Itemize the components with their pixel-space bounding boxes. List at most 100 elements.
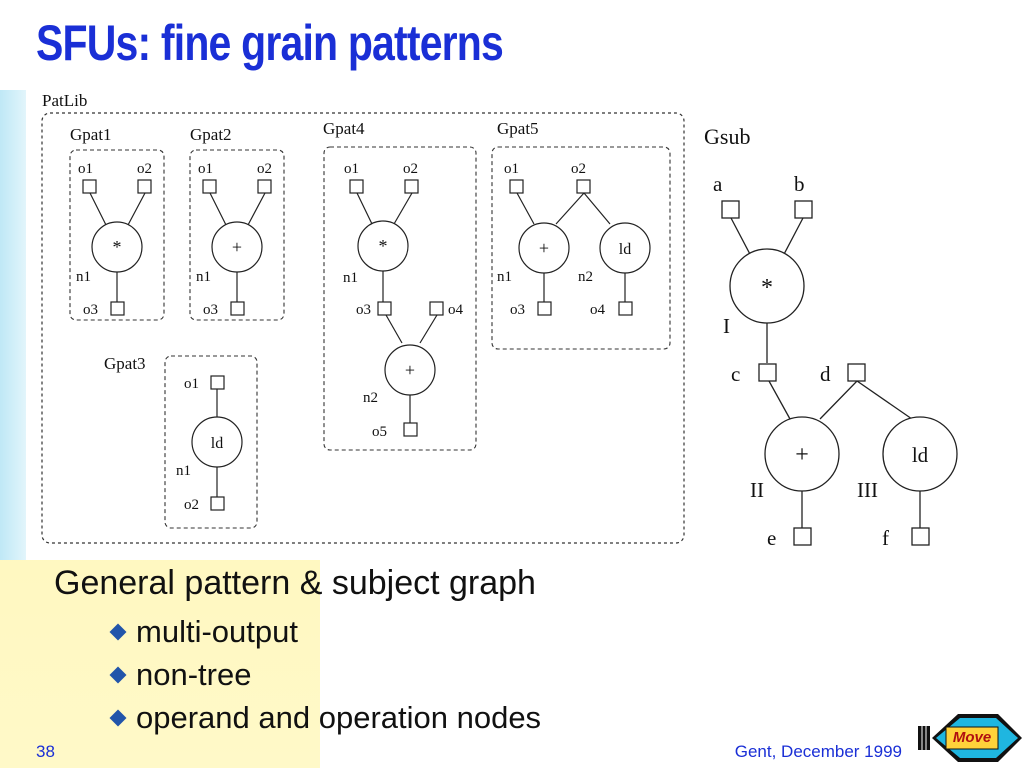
diamond-bullet-icon bbox=[109, 666, 127, 684]
gsub-op3-label: ld bbox=[912, 443, 929, 467]
gpat4-op2-label: + bbox=[405, 360, 415, 380]
gpat4-op1-node bbox=[357, 220, 409, 272]
gpat3-op-label: ld bbox=[211, 435, 223, 452]
gsub-f-label: f bbox=[882, 526, 889, 550]
gpat1-label: Gpat1 bbox=[70, 125, 112, 144]
gpat1-o2-label: o2 bbox=[137, 161, 152, 177]
gpat5-o4-label: o4 bbox=[590, 302, 606, 318]
gpat5-o4-node bbox=[618, 301, 633, 316]
gpat3-box bbox=[164, 355, 258, 529]
gpat5-n1-label: n1 bbox=[497, 269, 512, 285]
gpat1-o3-label: o3 bbox=[83, 302, 98, 318]
gpat5: Gpat5 o1 o2 + ld n1 n2 o3 o4 bbox=[491, 119, 671, 350]
gpat3: Gpat3 o1 ld n1 o2 bbox=[104, 354, 258, 529]
gsub-c-node bbox=[758, 363, 777, 382]
gpat4-o3-label: o3 bbox=[356, 302, 371, 318]
gpat4-o5-label: o5 bbox=[372, 424, 387, 440]
gpat1-o1-label: o1 bbox=[78, 161, 93, 177]
gpat5-o1-label: o1 bbox=[504, 161, 519, 177]
gsub-op1-label: * bbox=[761, 275, 773, 301]
diamond-bullet-icon bbox=[109, 623, 127, 641]
gpat4-o1-label: o1 bbox=[344, 161, 359, 177]
gpat3-n1-label: n1 bbox=[176, 463, 191, 479]
gpat2-label: Gpat2 bbox=[190, 125, 232, 144]
gpat5-o2-label: o2 bbox=[571, 161, 586, 177]
sub-bullet-2: non-tree bbox=[108, 657, 251, 693]
gpat1-o1-node bbox=[82, 179, 97, 194]
gpat2-o1-node bbox=[202, 179, 217, 194]
gpat5-o3-label: o3 bbox=[510, 302, 525, 318]
gpat2-o3-label: o3 bbox=[203, 302, 218, 318]
gpat2-o2-node bbox=[257, 179, 272, 194]
gpat4-o2-node bbox=[404, 179, 419, 194]
gpat4-o2-label: o2 bbox=[403, 161, 418, 177]
gpat1-o3-node bbox=[110, 301, 125, 316]
sub-bullet-text: non-tree bbox=[136, 657, 252, 692]
diamond-bullet-icon bbox=[109, 709, 127, 727]
gpat3-op-node bbox=[191, 416, 243, 468]
gpat3-label: Gpat3 bbox=[104, 354, 146, 373]
patlib-label: PatLib bbox=[42, 91, 87, 110]
gpat5-op2-label: ld bbox=[619, 241, 631, 258]
gpat5-box bbox=[491, 146, 671, 350]
gpat5-o3-node bbox=[537, 301, 552, 316]
gpat3-o1-label: o1 bbox=[184, 376, 199, 392]
gsub-e-label: e bbox=[767, 526, 776, 550]
gpat5-o2-node bbox=[576, 179, 591, 194]
gpat4-o4-node bbox=[429, 301, 444, 316]
gpat4-o3-node bbox=[377, 301, 392, 316]
gpat2-o1-label: o1 bbox=[198, 161, 213, 177]
gsub-label: Gsub bbox=[704, 124, 750, 149]
gpat2-op-node bbox=[211, 221, 263, 273]
gpat5-o1-node bbox=[509, 179, 524, 194]
gsub-c-label: c bbox=[731, 362, 740, 386]
gpat4: Gpat4 o1 o2 * n1 o3 o4 + n2 o5 bbox=[323, 119, 477, 451]
sub-bullet-3: operand and operation nodes bbox=[108, 700, 541, 736]
gpat1-op-node bbox=[91, 221, 143, 273]
gpat2-n1-label: n1 bbox=[196, 269, 211, 285]
gsub-d-node bbox=[847, 363, 866, 382]
gsub-n1-label: I bbox=[723, 314, 730, 338]
move-label: Move bbox=[952, 729, 992, 746]
gsub-a-node bbox=[721, 200, 740, 219]
gpat4-o4-label: o4 bbox=[448, 302, 464, 318]
slide-number: 38 bbox=[36, 742, 55, 761]
gsub-op2-label: + bbox=[795, 442, 809, 468]
gsub-a-label: a bbox=[713, 172, 723, 196]
gsub-d-label: d bbox=[820, 362, 831, 386]
gpat5-label: Gpat5 bbox=[497, 119, 539, 138]
sub-bullet-text: operand and operation nodes bbox=[136, 700, 542, 735]
gsub-b-node bbox=[794, 200, 813, 219]
gsub-op3-node bbox=[882, 416, 958, 492]
slide-title: SFUs: fine grain patterns bbox=[36, 15, 504, 71]
gpat4-n1-label: n1 bbox=[343, 270, 358, 286]
gpat1-o2-node bbox=[137, 179, 152, 194]
main-bullet: General pattern & subject graph bbox=[54, 564, 536, 602]
gpat4-n2-label: n2 bbox=[363, 390, 378, 406]
gpat4-op1-label: * bbox=[379, 236, 388, 256]
gpat4-op2-node bbox=[384, 344, 436, 396]
gpat1-box bbox=[69, 149, 165, 321]
gpat5-op1-label: + bbox=[539, 238, 549, 258]
gpat2: Gpat2 o1 o2 + n1 o3 bbox=[189, 125, 285, 321]
sub-bullet-1: multi-output bbox=[108, 614, 298, 650]
gpat5-n2-label: n2 bbox=[578, 269, 593, 285]
gpat4-box bbox=[323, 146, 477, 451]
gpat1-n1-label: n1 bbox=[76, 269, 91, 285]
gpat3-o2-node bbox=[210, 496, 225, 511]
move-nav-button[interactable]: Move bbox=[918, 712, 1024, 764]
gpat5-op2-node bbox=[599, 222, 651, 274]
gpat2-op-label: + bbox=[232, 237, 242, 257]
gpat3-o2-label: o2 bbox=[184, 497, 199, 513]
gpat5-op1-node bbox=[518, 222, 570, 274]
sub-bullet-text: multi-output bbox=[136, 614, 298, 649]
gpat1: Gpat1 o1 o2 * n1 o3 bbox=[69, 125, 165, 321]
gpat4-o1-node bbox=[349, 179, 364, 194]
patlib-box bbox=[41, 112, 685, 544]
gsub-n3-label: III bbox=[857, 478, 878, 502]
gsub-op1-node bbox=[729, 248, 805, 324]
gpat2-box bbox=[189, 149, 285, 321]
gsub-e-node bbox=[793, 527, 812, 546]
